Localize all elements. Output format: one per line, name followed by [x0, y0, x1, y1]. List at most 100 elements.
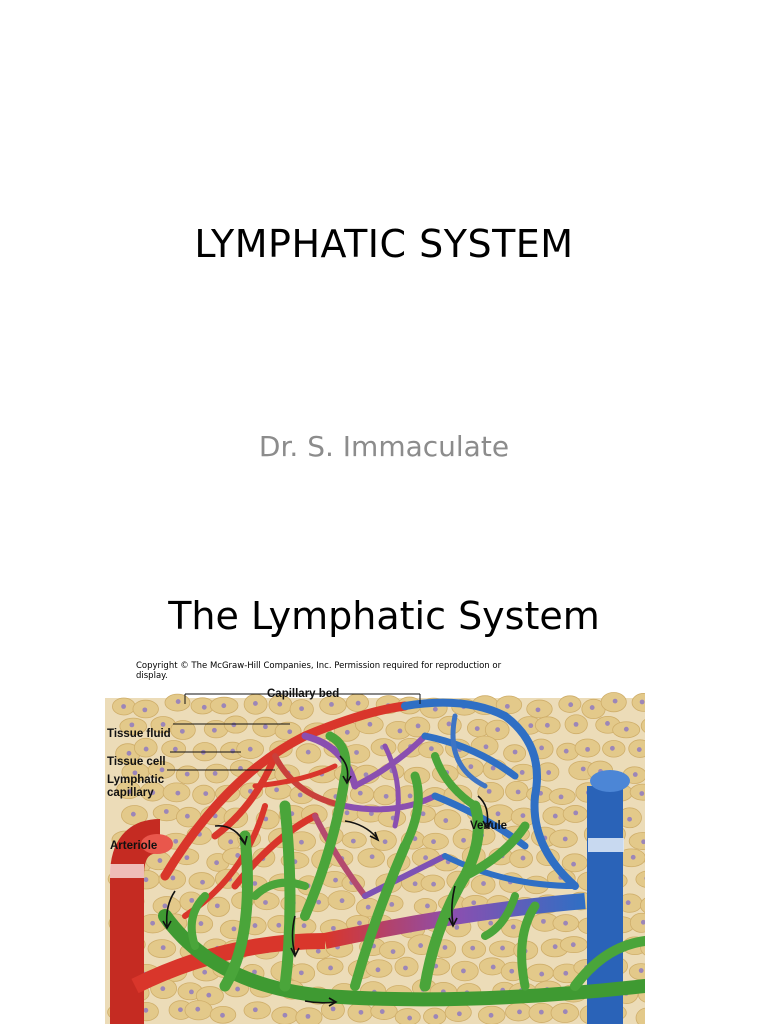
cell-nucleus [571, 861, 576, 867]
cell-nucleus [403, 965, 408, 971]
cell-nucleus [625, 900, 631, 906]
cell-nucleus [221, 703, 227, 709]
cell-nucleus [157, 858, 163, 863]
cell-nucleus [488, 1012, 494, 1018]
cell-nucleus [519, 770, 525, 775]
label-lymphatic-capillary: Lymphatic capillary [107, 774, 165, 799]
cell-nucleus [212, 771, 218, 776]
tissue-cell [635, 1007, 645, 1024]
cell-nucleus [211, 727, 217, 733]
cell-nucleus [443, 818, 449, 823]
cell-nucleus [375, 967, 381, 973]
cell-nucleus [425, 903, 430, 909]
cell-nucleus [573, 721, 579, 727]
cell-nucleus [315, 948, 321, 954]
cell-nucleus [562, 836, 568, 842]
cell-nucleus [539, 971, 545, 977]
cell-nucleus [379, 1009, 385, 1014]
cell-nucleus [488, 920, 494, 926]
cell-nucleus [512, 749, 518, 755]
cell-nucleus [605, 721, 610, 726]
cell-nucleus [368, 811, 374, 816]
cell-nucleus [173, 838, 179, 844]
cell-nucleus [344, 729, 350, 735]
cell-nucleus [330, 1006, 336, 1012]
cell-nucleus [202, 969, 208, 975]
cell-nucleus [431, 839, 436, 845]
tissue-cell [640, 719, 645, 733]
cell-nucleus [263, 724, 268, 730]
cell-nucleus [248, 788, 253, 794]
cell-nucleus [162, 903, 168, 909]
cell-nucleus [641, 839, 645, 845]
arteriole-vessel [110, 819, 326, 1024]
cell-nucleus [121, 704, 126, 709]
cell-nucleus [570, 942, 576, 948]
cell-nucleus [573, 810, 579, 816]
tissue-cell [629, 912, 645, 933]
cell-nucleus [179, 728, 185, 734]
cell-nucleus [172, 746, 178, 752]
cell-nucleus [639, 791, 645, 796]
cell-nucleus [230, 748, 236, 754]
cell-nucleus [126, 750, 132, 756]
cell-nucleus [252, 1007, 258, 1013]
cell-nucleus [490, 765, 496, 771]
cell-nucleus [442, 945, 448, 950]
cell-nucleus [282, 1012, 288, 1018]
tissue-cell [628, 739, 645, 758]
cell-nucleus [159, 767, 165, 773]
cell-nucleus [562, 1009, 568, 1015]
cell-nucleus [383, 793, 389, 799]
cell-nucleus [639, 699, 645, 705]
cell-nucleus [189, 989, 194, 995]
cell-nucleus [350, 838, 356, 844]
cell-nucleus [528, 723, 534, 729]
cell-nucleus [150, 920, 156, 926]
cell-nucleus [609, 745, 615, 751]
label-tissue-fluid: Tissue fluid [107, 728, 171, 740]
cell-nucleus [195, 1006, 201, 1012]
cell-nucleus [357, 920, 362, 926]
cell-nucleus [358, 1009, 364, 1015]
cell-nucleus [305, 1013, 311, 1019]
cell-nucleus [316, 899, 322, 905]
cell-nucleus [552, 813, 558, 819]
cell-nucleus [539, 745, 544, 751]
cell-nucleus [544, 722, 550, 728]
cell-nucleus [235, 986, 241, 992]
cell-nucleus [535, 707, 541, 713]
cell-nucleus [423, 855, 429, 861]
cell-nucleus [333, 877, 338, 883]
cell-nucleus [220, 1012, 225, 1018]
cell-nucleus [299, 706, 304, 712]
cell-nucleus [456, 1011, 462, 1017]
cell-nucleus [231, 722, 237, 728]
cell-nucleus [160, 986, 166, 992]
cell-nucleus [329, 701, 334, 707]
cell-nucleus [263, 900, 268, 905]
cell-nucleus [184, 855, 190, 861]
cell-nucleus [305, 749, 311, 755]
label-arteriole: Arteriole [110, 840, 158, 852]
cell-nucleus [150, 790, 156, 796]
cell-nucleus [252, 969, 257, 975]
cell-nucleus [382, 839, 388, 845]
label-tissue-cell: Tissue cell [107, 756, 166, 768]
cell-nucleus [546, 770, 552, 775]
cell-nucleus [552, 944, 558, 950]
cell-nucleus [263, 816, 269, 822]
cell-nucleus [363, 772, 369, 778]
slide-subtitle: Dr. S. Immaculate [258, 430, 510, 463]
copyright-notice: Copyright © The McGraw-Hill Companies, I… [136, 661, 502, 681]
cell-nucleus [344, 810, 350, 816]
label-leader-lines [167, 693, 421, 771]
cell-nucleus [407, 1015, 413, 1021]
cell-nucleus [231, 926, 237, 932]
cell-nucleus [515, 789, 521, 795]
cell-nucleus [585, 746, 590, 752]
tissue-cell [639, 897, 645, 913]
cell-nucleus [247, 746, 253, 752]
cell-nucleus [558, 794, 564, 800]
cell-nucleus [495, 727, 501, 733]
